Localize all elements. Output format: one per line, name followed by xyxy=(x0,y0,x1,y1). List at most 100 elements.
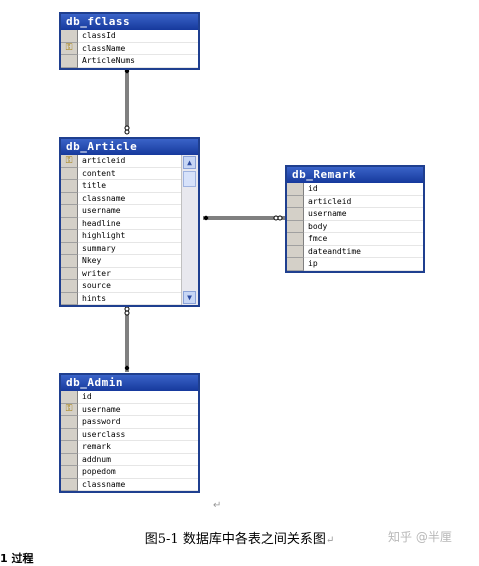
table-row[interactable]: userclass xyxy=(61,428,198,441)
caption-return-mark: ↵ xyxy=(325,535,335,546)
column-name: classname xyxy=(78,479,198,491)
scrollbar[interactable]: ▲ ▼ xyxy=(181,155,198,305)
row-selector xyxy=(61,230,78,243)
row-selector xyxy=(61,441,78,454)
row-selector xyxy=(287,245,304,258)
table-row[interactable]: fmce xyxy=(287,233,423,246)
column-name: addnum xyxy=(78,454,198,466)
column-name: Nkey xyxy=(78,255,182,268)
link-article-remark xyxy=(203,215,285,221)
column-name: popedom xyxy=(78,466,198,479)
row-selector xyxy=(61,180,78,193)
row-selector xyxy=(61,217,78,230)
table-row[interactable]: ip xyxy=(287,258,423,271)
row-selector xyxy=(61,205,78,218)
column-name: source xyxy=(78,280,182,293)
column-name: classId xyxy=(78,30,198,43)
column-name: articleid xyxy=(78,155,182,168)
table-row[interactable]: body xyxy=(287,220,423,233)
table-row[interactable]: ArticleNums xyxy=(61,55,198,68)
link-article-admin xyxy=(124,306,130,372)
column-name: userclass xyxy=(78,429,198,441)
row-selector xyxy=(287,220,304,233)
table-row[interactable]: password xyxy=(61,416,198,429)
row-selector xyxy=(61,167,78,180)
row-selector xyxy=(61,55,78,68)
table-title: db_Article xyxy=(61,139,198,155)
row-selector xyxy=(61,280,78,293)
table-row[interactable]: ⚿username xyxy=(61,403,198,416)
row-selector xyxy=(61,255,78,268)
table-row[interactable]: username xyxy=(61,205,182,218)
figure-caption: 图5-1 数据库中各表之间关系图↵ xyxy=(0,528,479,547)
table-title: db_Admin xyxy=(61,375,198,391)
table-row[interactable]: id xyxy=(287,183,423,196)
table-row[interactable]: hints xyxy=(61,292,182,305)
table-row[interactable]: title xyxy=(61,180,182,193)
row-selector xyxy=(61,267,78,280)
table-title: db_fClass xyxy=(61,14,198,30)
table-row[interactable]: content xyxy=(61,167,182,180)
column-name: headline xyxy=(78,218,182,230)
scroll-thumb[interactable] xyxy=(183,171,196,187)
key-icon: ⚿ xyxy=(61,403,78,416)
table-row[interactable]: classId xyxy=(61,30,198,43)
table-row[interactable]: classname xyxy=(61,478,198,491)
column-name: remark xyxy=(78,441,198,454)
row-selector xyxy=(61,242,78,255)
table-row[interactable]: Nkey xyxy=(61,255,182,268)
table-title: db_Remark xyxy=(287,167,423,183)
column-name: password xyxy=(78,416,198,429)
row-selector xyxy=(61,416,78,429)
row-selector xyxy=(61,30,78,43)
watermark: 知乎 @半厘 xyxy=(388,530,452,544)
chevron-up-icon[interactable]: ▲ xyxy=(183,156,196,169)
column-name: title xyxy=(78,180,182,193)
column-name: username xyxy=(304,208,423,221)
column-name: dateandtime xyxy=(304,246,423,258)
table-row[interactable]: remark xyxy=(61,441,198,454)
cut-off-text: 1 过程 xyxy=(0,552,34,565)
table-row[interactable]: highlight xyxy=(61,230,182,243)
table-row[interactable]: id xyxy=(61,391,198,404)
column-name: articleid xyxy=(304,196,423,208)
column-name: id xyxy=(304,183,423,196)
key-icon: ⚿ xyxy=(61,155,78,168)
column-name: classname xyxy=(78,193,182,205)
row-selector xyxy=(61,466,78,479)
table-row[interactable]: dateandtime xyxy=(287,245,423,258)
column-name: content xyxy=(78,168,182,180)
table-row[interactable]: summary xyxy=(61,242,182,255)
table-row[interactable]: username xyxy=(287,208,423,221)
paragraph-mark: ↵ xyxy=(213,500,222,511)
row-selector xyxy=(287,258,304,271)
row-selector xyxy=(61,453,78,466)
column-name: className xyxy=(78,43,198,55)
row-selector xyxy=(61,192,78,205)
column-name: writer xyxy=(78,268,182,280)
table-row[interactable]: ⚿className xyxy=(61,42,198,55)
table-row[interactable]: headline xyxy=(61,217,182,230)
table-row[interactable]: addnum xyxy=(61,453,198,466)
table-row[interactable]: popedom xyxy=(61,466,198,479)
row-selector xyxy=(61,428,78,441)
table-row[interactable]: classname xyxy=(61,192,182,205)
table-row[interactable]: writer xyxy=(61,267,182,280)
link-fclass-article xyxy=(124,68,130,135)
row-selector xyxy=(287,183,304,196)
table-row[interactable]: articleid xyxy=(287,195,423,208)
table-row[interactable]: ⚿articleid xyxy=(61,155,182,168)
chevron-down-icon[interactable]: ▼ xyxy=(183,291,196,304)
column-name: username xyxy=(78,404,198,416)
column-name: ArticleNums xyxy=(78,55,198,68)
table-row[interactable]: source xyxy=(61,280,182,293)
key-icon: ⚿ xyxy=(61,42,78,55)
caption-text: 图5-1 数据库中各表之间关系图 xyxy=(144,532,326,547)
